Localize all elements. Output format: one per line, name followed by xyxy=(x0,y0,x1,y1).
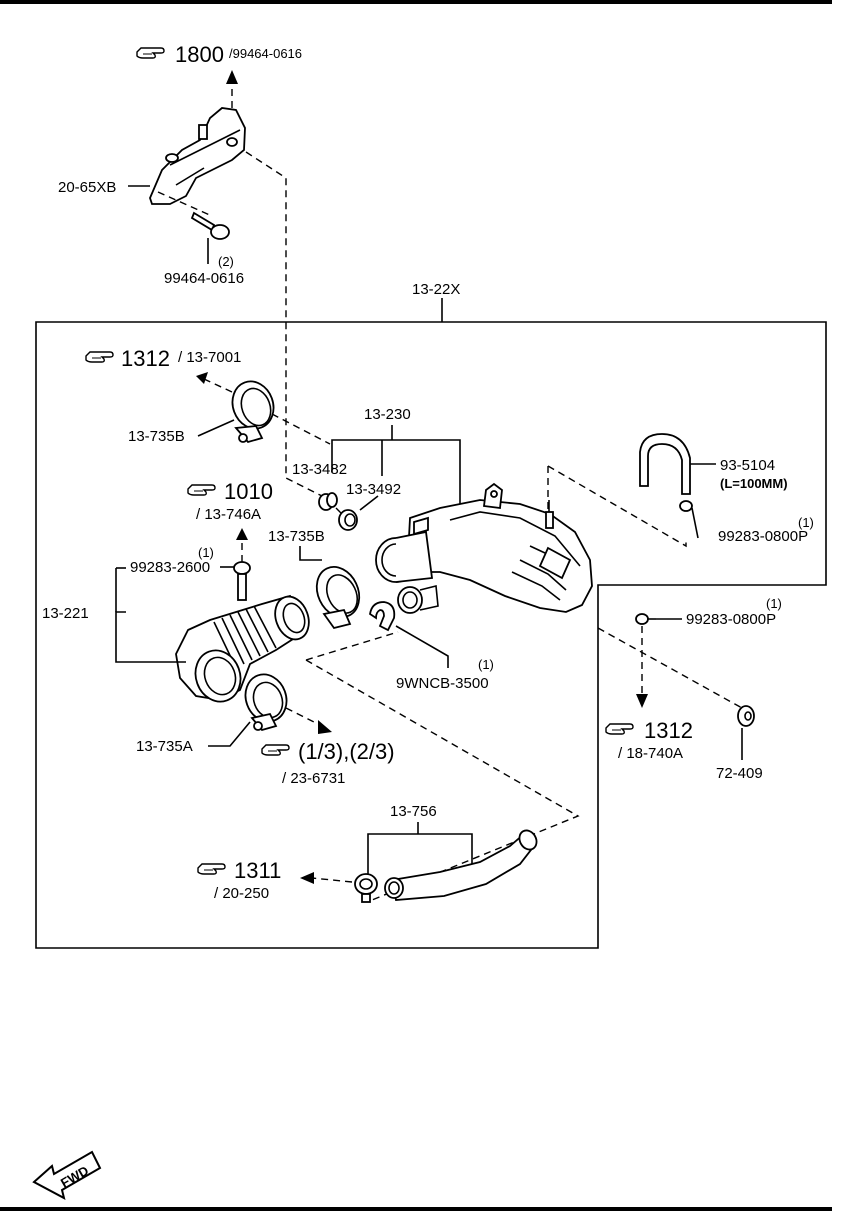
label-735b-top[interactable]: 13-735B xyxy=(128,428,185,445)
label-qty-c: (1) xyxy=(766,596,782,611)
label-735a[interactable]: 13-735A xyxy=(136,738,193,755)
label-qty-d: (1) xyxy=(478,657,494,672)
pointing-hand-icon xyxy=(197,863,226,875)
label-assembly[interactable]: 13-22X xyxy=(412,281,460,298)
label-3482[interactable]: 13-3482 xyxy=(292,461,347,478)
dash-duct-clip xyxy=(547,465,687,548)
label-wncb[interactable]: 9WNCB-3500 xyxy=(396,675,489,692)
label-duct-221[interactable]: 13-221 xyxy=(42,605,89,622)
label-bolt-qty: (2) xyxy=(218,254,234,269)
ref-1311-part: / 20-250 xyxy=(214,885,269,902)
duct-13-221 xyxy=(175,594,310,703)
leader-735b-top xyxy=(197,419,235,437)
arrow-1312-a xyxy=(196,372,208,384)
dash-wncb xyxy=(305,631,399,661)
ref-1010-part: / 13-746A xyxy=(196,506,261,523)
leader-3492-part xyxy=(359,495,379,511)
assembly-outline xyxy=(35,321,827,949)
clip-99283-0800p-b xyxy=(635,613,656,625)
dash-clamp-top xyxy=(271,413,331,445)
dash-to-grommet xyxy=(597,627,743,709)
pointing-hand-icon xyxy=(136,47,165,59)
clamp-13-735b-mid xyxy=(315,566,361,630)
label-clip-b[interactable]: 99283-0800P xyxy=(686,611,776,628)
arrow-1312-b xyxy=(636,694,648,708)
ref-1312-b-part: / 18-740A xyxy=(618,745,683,762)
ref-frac-part: / 23-6731 xyxy=(282,770,345,787)
arrow-1010 xyxy=(236,528,248,540)
pointing-hand-icon xyxy=(187,484,216,496)
clamp-9wncb-3500 xyxy=(369,601,396,632)
leader-wncb xyxy=(395,625,449,668)
dash-bracket-center xyxy=(245,151,331,501)
clip-756 xyxy=(354,873,378,903)
top-rule xyxy=(0,0,832,4)
ref-1312-a-part: / 13-7001 xyxy=(178,349,241,366)
dash-to-frac xyxy=(285,707,323,727)
bracket-756 xyxy=(367,833,473,880)
label-qty-a: (1) xyxy=(798,515,814,530)
label-bracket[interactable]: 20-65XB xyxy=(58,179,116,196)
bracket-20-65xb xyxy=(149,107,246,205)
bolt-99464-0616 xyxy=(190,211,230,240)
ref-1800-part: /99464-0616 xyxy=(229,46,302,61)
clamp-13-735a xyxy=(244,673,288,732)
label-735b-mid[interactable]: 13-735B xyxy=(268,528,325,545)
ref-1010[interactable]: 1010 xyxy=(224,479,273,504)
label-hose-93[interactable]: 93-5104 xyxy=(720,457,775,474)
label-qty-b: (1) xyxy=(198,545,214,560)
bottom-rule xyxy=(0,1207,832,1211)
fwd-arrow-icon: FWD xyxy=(32,1150,102,1200)
dash-to-1312-a xyxy=(203,378,233,393)
part-13-3492 xyxy=(338,509,358,531)
label-756[interactable]: 13-756 xyxy=(390,803,437,820)
dash-bracket-bolt xyxy=(157,191,213,217)
ref-frac[interactable]: (1/3),(2/3) xyxy=(298,739,395,764)
label-hose-93-len: (L=100MM) xyxy=(720,476,788,491)
leader-735a xyxy=(208,721,251,747)
label-clip-2600[interactable]: 99283-2600 xyxy=(130,559,210,576)
clip-99283-2600 xyxy=(233,561,251,601)
leader-735b-mid xyxy=(299,546,322,561)
leader-221 xyxy=(115,611,186,663)
arrow-1311 xyxy=(300,872,314,884)
leader-clip-a xyxy=(691,507,699,539)
label-clip-a[interactable]: 99283-0800P xyxy=(718,528,808,545)
label-230[interactable]: 13-230 xyxy=(364,406,411,423)
hose-93-5104 xyxy=(639,433,693,512)
dash-to-1311 xyxy=(311,877,353,883)
grommet-72-409 xyxy=(737,705,755,727)
bracket-230 xyxy=(331,439,461,512)
air-cleaner-duct xyxy=(375,482,593,614)
dash-small-parts xyxy=(335,507,343,515)
dash-hose-756 xyxy=(305,659,580,901)
pointing-hand-icon xyxy=(605,723,634,735)
label-bolt[interactable]: 99464-0616 xyxy=(164,270,244,287)
ref-1800[interactable]: 1800 xyxy=(175,42,224,67)
arrow-frac xyxy=(318,720,332,734)
hose-13-756 xyxy=(384,829,538,901)
ref-1312-b[interactable]: 1312 xyxy=(644,718,693,743)
label-grommet[interactable]: 72-409 xyxy=(716,765,763,782)
ref-1311[interactable]: 1311 xyxy=(234,858,281,883)
ref-1312-a[interactable]: 1312 xyxy=(121,346,170,371)
arrow-up-1800 xyxy=(226,70,238,84)
clamp-13-735b-top xyxy=(231,380,275,444)
part-13-3482 xyxy=(318,492,338,511)
pointing-hand-icon xyxy=(261,744,290,756)
pointing-hand-icon xyxy=(85,351,114,363)
label-3492[interactable]: 13-3492 xyxy=(346,481,401,498)
